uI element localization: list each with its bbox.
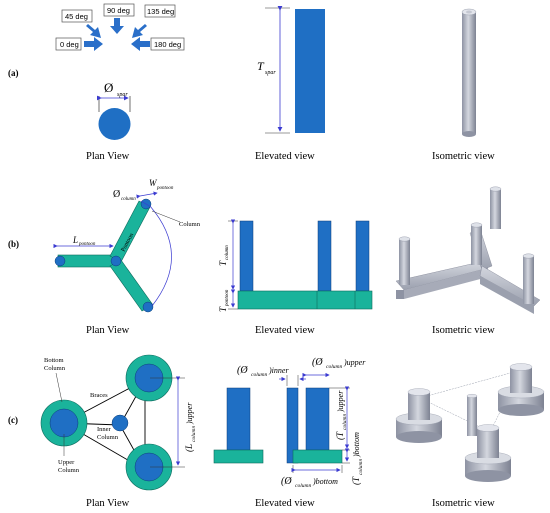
- t-bottom-tail: )bottom: [352, 432, 361, 458]
- column-label: Column: [179, 221, 201, 228]
- row-label-a: (a): [8, 68, 19, 78]
- wave-dir-90: 90 deg: [107, 6, 130, 15]
- spar-diameter-symbol: Ø: [104, 80, 113, 95]
- row-label-c: (c): [8, 415, 18, 425]
- column-left-elev: [239, 220, 254, 292]
- inner-column: [111, 414, 129, 432]
- spar-elevated-body: [295, 9, 325, 133]
- t-pontoon-sub: pontoon: [225, 289, 230, 307]
- spar-draft-sub: spar: [265, 70, 276, 76]
- t-column-sub: column: [225, 245, 230, 260]
- isometric-view-title-c: Isometric view: [432, 498, 495, 509]
- bottom-column-left-elev: [213, 449, 264, 464]
- l-upper-symbol: (L: [184, 444, 194, 452]
- upper-column-left-elev: [226, 387, 251, 451]
- braces-label: Braces: [90, 392, 108, 399]
- arrow-0deg: [84, 37, 103, 51]
- l-upper-sub: column: [191, 426, 197, 442]
- column-mid-elev: [317, 220, 332, 292]
- spar-draft-symbol: T: [257, 59, 265, 73]
- pontoon-left: [57, 254, 116, 268]
- t-column-symbol: T: [218, 260, 228, 266]
- isometric-view-title-b: Isometric view: [432, 325, 495, 336]
- d-upper-tail: )upper: [343, 358, 366, 367]
- t-upper-tail: )upper: [336, 390, 345, 413]
- inner-column-label-1: Inner: [97, 426, 112, 433]
- upper-column-right-elev: [305, 387, 330, 451]
- d-inner-symbol: (Ø: [237, 365, 248, 376]
- wave-dir-45: 45 deg: [65, 12, 88, 21]
- arrow-90deg: [110, 18, 124, 34]
- upper-column-left: [49, 408, 79, 438]
- bottom-column-label-1: Bottom: [44, 357, 64, 364]
- upper-column-label-2: Column: [58, 467, 80, 474]
- spar-isometric: [461, 8, 477, 137]
- elevated-view-title-c: Elevated view: [255, 498, 315, 509]
- d-bottom-symbol: (Ø: [281, 476, 292, 487]
- arrow-135deg: [132, 24, 147, 38]
- d-upper-symbol: (Ø: [312, 357, 323, 368]
- tlp-isometric: [395, 186, 541, 314]
- column-left-plan: [54, 255, 66, 267]
- semisub-isometric: [395, 363, 545, 482]
- semisub-plan: Bottom Column Braces Inner Column Upper …: [40, 354, 197, 491]
- semisub-elevated: (Ø column )inner (Ø column )upper (T col…: [213, 357, 366, 489]
- pontoon-upper: [109, 200, 151, 263]
- t-upper-symbol: (T: [335, 431, 345, 440]
- wave-dir-180: 180 deg: [154, 40, 181, 49]
- spar-diameter-sub: spar: [117, 92, 128, 98]
- column-arc: [149, 205, 172, 307]
- column-center-plan: [110, 255, 122, 267]
- column-diameter-symbol: Ø: [113, 189, 120, 200]
- plan-view-title-c: Plan View: [86, 498, 130, 509]
- tlp-plan: Pontoon Column L pontoon W pontoon Ø col…: [53, 178, 201, 313]
- plan-view-title-b: Plan View: [86, 325, 130, 336]
- t-upper-sub: column: [342, 414, 348, 430]
- row-label-b: (b): [8, 239, 19, 249]
- spar-plan-circle: [98, 108, 131, 140]
- t-bottom-symbol: (T: [351, 476, 361, 485]
- plan-view-title-a: Plan View: [86, 151, 130, 162]
- upper-column-label-1: Upper: [58, 459, 75, 466]
- bottom-column-right-elev: [292, 449, 343, 464]
- d-bottom-tail: )bottom: [312, 477, 338, 486]
- arrow-180deg: [131, 37, 150, 51]
- column-lower-plan: [142, 301, 154, 313]
- arrow-45deg: [86, 24, 101, 38]
- d-inner-sub: column: [251, 372, 267, 378]
- bottom-column-label-2: Column: [44, 365, 66, 372]
- inner-column-elev: [286, 387, 299, 464]
- isometric-view-title-a: Isometric view: [432, 151, 495, 162]
- pontoon-width-sub: pontoon: [156, 186, 174, 191]
- d-bottom-sub: column: [295, 483, 311, 489]
- pontoon-length-symbol: L: [72, 235, 78, 245]
- spar-draft-dimension: T spar: [257, 6, 290, 134]
- l-upper-tail: )upper: [185, 402, 194, 425]
- t-bottom-sub: column: [358, 459, 364, 475]
- pontoon-length-sub: pontoon: [78, 242, 96, 247]
- column-diameter-sub: column: [121, 197, 136, 202]
- column-right-elev: [355, 220, 370, 292]
- t-pontoon-symbol: T: [218, 306, 228, 312]
- wave-dir-135: 135 deg: [147, 7, 174, 16]
- spar-diameter-dimension: Ø spar: [97, 80, 131, 112]
- wave-direction-legend: 45 deg 90 deg 135 deg 0 deg 180 deg: [55, 3, 185, 51]
- elevated-view-title-a: Elevated view: [255, 151, 315, 162]
- d-upper-sub: column: [326, 364, 342, 370]
- inner-column-label-2: Column: [97, 434, 119, 441]
- pontoon-width-symbol: W: [149, 178, 158, 188]
- tlp-elevated: T column T pontoon: [218, 219, 373, 312]
- d-inner-tail: )inner: [268, 366, 289, 375]
- elevated-view-title-b: Elevated view: [255, 325, 315, 336]
- pontoon-elev: [237, 290, 373, 310]
- wave-dir-0: 0 deg: [60, 40, 79, 49]
